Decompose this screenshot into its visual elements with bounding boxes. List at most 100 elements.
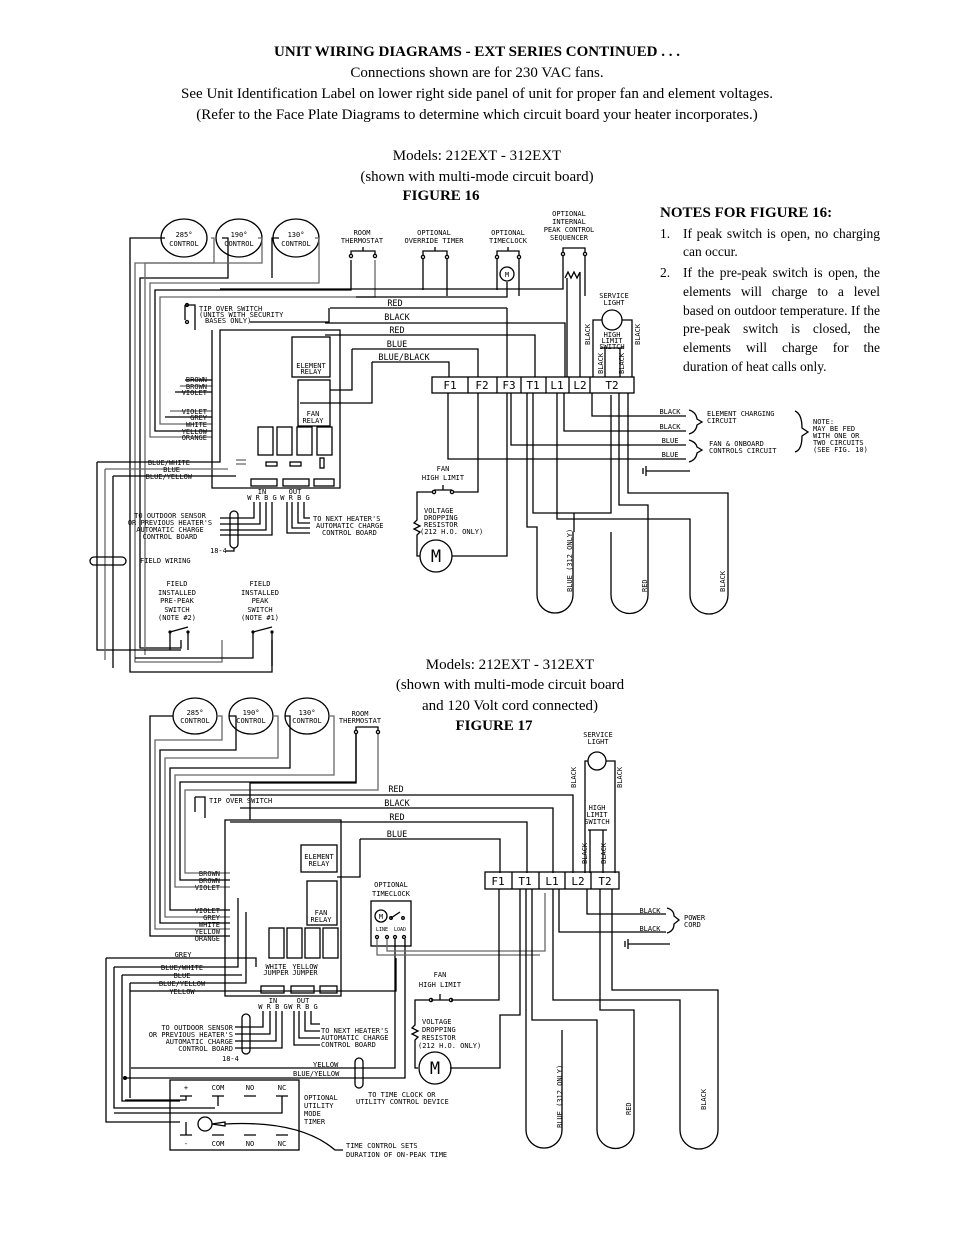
wire-label: GREY [203, 914, 221, 922]
resistor-label: RESISTOR [424, 521, 459, 529]
fig16-caption: FIGURE 16 [402, 188, 480, 204]
sequencer-label: OPTIONAL [552, 210, 586, 218]
field-wiring-label: FIELD WIRING [140, 557, 191, 565]
high-limit-label: SWITCH [584, 818, 609, 826]
in-label: IN [269, 997, 277, 1005]
wire-label: BLACK [597, 352, 605, 374]
control-temp: 285° [187, 709, 204, 717]
header-line: Connections shown are for 230 VAC fans. [350, 65, 604, 81]
control-temp: 190° [231, 231, 248, 239]
supply-wire-label: BLUE [662, 437, 679, 445]
timer-dial[interactable] [197, 1116, 213, 1132]
service-light-label: LIGHT [603, 299, 625, 307]
wire-label: BLACK [384, 799, 410, 809]
fan-motor [419, 539, 453, 573]
fan-circuit-label: CONTROLS CIRCUIT [709, 447, 777, 455]
element-relay [300, 844, 338, 873]
terminal-t2: T2 [605, 379, 618, 392]
jumper-label: WHITE [265, 963, 286, 971]
pre-peak-label: PRE-PEAK [160, 597, 195, 605]
element-relay-label: RELAY [300, 368, 322, 376]
ground-icon [624, 939, 670, 949]
control-285: 285° CONTROL [172, 697, 218, 735]
control-label: CONTROL [236, 717, 266, 725]
resistor-label: VOLTAGE [422, 1018, 452, 1026]
service-light-label: SERVICE [583, 731, 613, 739]
page-title: UNIT WIRING DIAGRAMS - EXT SERIES CONTIN… [274, 44, 680, 60]
element-relay [291, 336, 331, 378]
terminal-f1: F1 [491, 875, 504, 888]
wrbg-label: W R B G [247, 494, 277, 502]
control-label: CONTROL [224, 240, 254, 248]
wrbg-label: W R B G [288, 1003, 318, 1011]
element-label: BLACK [719, 570, 727, 592]
high-limit-label: HIGH [604, 331, 621, 339]
timer-terminal: NC [278, 1140, 286, 1148]
wire-label: BLUE [387, 830, 407, 840]
resistor-label: (212 H.O. ONLY) [420, 528, 483, 536]
pre-peak-label: FIELD [166, 580, 187, 588]
notes-title: NOTES FOR FIGURE 16: [660, 205, 833, 221]
wire-label: BLACK [618, 352, 626, 374]
terminal-t2: T2 [598, 875, 611, 888]
wire-label: BLACK [584, 323, 592, 345]
room-thermostat-label: THERMOSTAT [341, 237, 384, 245]
motor-symbol: M [379, 913, 383, 921]
terminal-f1: F1 [443, 379, 456, 392]
timeclock-label: TIMECLOCK [489, 237, 528, 245]
outdoor-sensor-label: CONTROL BOARD [143, 533, 198, 541]
fan-relay-label: FAN [307, 410, 320, 418]
control-label: CONTROL [180, 717, 210, 725]
wire-label: ORANGE [182, 434, 207, 442]
motor-symbol: M [431, 547, 441, 567]
time-control-label: DURATION OF ON-PEAK TIME [346, 1151, 447, 1159]
jumper-label: YELLOW [292, 963, 318, 971]
high-limit-label: SWITCH [599, 343, 624, 351]
timeclock-label: TIMECLOCK [372, 890, 411, 898]
wire-label: BLACK [616, 766, 624, 788]
wire-label: GREY [175, 951, 193, 959]
pre-peak-label: SWITCH [164, 606, 189, 614]
timer-terminal: + [184, 1084, 188, 1092]
terminal-block: F1 T1 L1 L2 T2 [484, 871, 620, 890]
outdoor-sensor-label: OR PREVIOUS HEATER'S [149, 1031, 233, 1039]
cable-label: 18-4 [210, 547, 227, 555]
time-clock-device-label: UTILITY CONTROL DEVICE [356, 1098, 449, 1106]
fan-high-limit-label: FAN [434, 971, 447, 979]
wire-label: BLUE/WHITE [148, 459, 190, 467]
fan-relay-label: RELAY [310, 916, 332, 924]
optional-timeclock [370, 900, 412, 947]
wire-label: YELLOW [195, 928, 221, 936]
service-light-label: SERVICE [599, 292, 629, 300]
control-130: 130° CONTROL [272, 218, 320, 258]
wire-label: BLACK [600, 842, 608, 864]
note-number: 1. [660, 225, 671, 241]
figure-16-diagram: 285° CONTROL 190° CONTROL 130° CONTROL T… [89, 210, 868, 673]
supply-wire-label: BLUE [662, 451, 679, 459]
wire-label: BLUE/YELLOW [159, 980, 206, 988]
jumper-label: JUMPER [292, 969, 318, 977]
control-130: 130° CONTROL [284, 697, 330, 735]
timeclock-label: OPTIONAL [374, 881, 408, 889]
peak-switch: FIELD INSTALLED PEAK SWITCH (NOTE #1) [241, 580, 279, 634]
wire-label: YELLOW [182, 428, 208, 436]
wrbg-label: W R B G [258, 1003, 288, 1011]
wire-label: VIOLET [195, 907, 221, 915]
sequencer-label: INTERNAL [552, 218, 586, 226]
fan-relay-label: RELAY [302, 417, 324, 425]
note-item: 1.If peak switch is open, no charging ca… [660, 225, 880, 262]
terminal-l2: L2 [571, 875, 584, 888]
fig16-models: Models: 212EXT - 312EXT [392, 148, 562, 164]
wire-label: BLACK [634, 323, 642, 345]
wire-label: RED [387, 299, 402, 309]
tip-over-label: BASES ONLY) [205, 317, 251, 325]
peak-label: (NOTE #1) [241, 614, 279, 622]
high-limit-label: LIMIT [601, 337, 623, 345]
wire-label: VIOLET [182, 389, 208, 397]
time-clock-device-label: TO TIME CLOCK OR [368, 1091, 436, 1099]
peak-label: FIELD [249, 580, 270, 588]
high-limit-label: LIMIT [586, 811, 608, 819]
note-label: MAY BE FED [813, 425, 855, 433]
fig17-caption: FIGURE 17 [455, 718, 533, 734]
